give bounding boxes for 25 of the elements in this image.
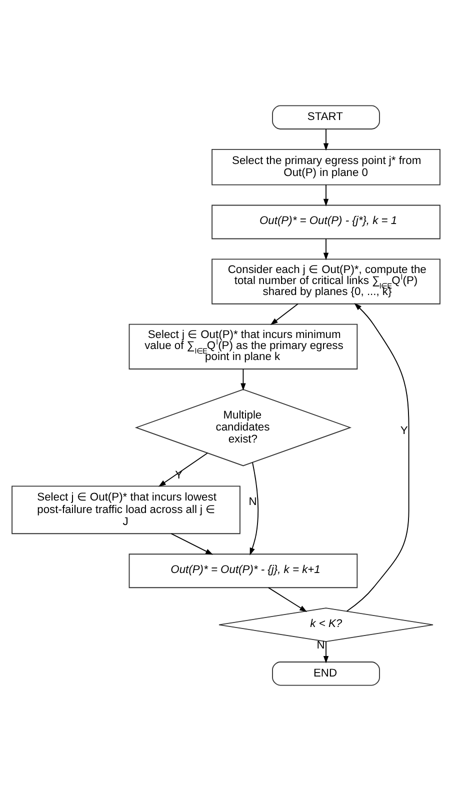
arrow [158,452,208,487]
node-box: Select j ∈ Out(P)* that incurs minimum value of ∑$_{l∈E}$Q$^{l}$(P) as the primary egress point in plane k [128,324,358,370]
node-box: Select j ∈ Out(P)* that incurs lowest post-failure traffic load across all j ∈ J [12,486,240,534]
arrow [268,587,308,612]
arrow [250,462,259,556]
arrow [323,238,329,260]
arrow [346,303,410,612]
edge-label: Y [400,425,408,438]
arrow [270,303,298,325]
edge-label: Y [175,469,183,482]
node-box: Select the primary egress point j* from Out(P) in plane 0 [212,148,440,186]
node-diamond: k < K? [218,608,434,642]
node-box: END [272,662,380,686]
node-box: Out(P)* = Out(P) - {j*}, k = 1 [212,204,440,240]
node-box: Out(P)* = Out(P)* - {j}, k = k+1 [128,554,358,588]
node-diamond: Multiple candidates exist? [134,388,352,466]
arrow [323,184,329,206]
arrow [170,533,214,555]
node-box: START [272,105,380,130]
edge-label: N [316,640,325,652]
node-box: Consider each j ∈ Out(P)*, compute the total number of critical links ∑$_{l∈E}$Q$^{l}$(P) shared by planes {0, ..., k} [212,258,440,304]
arrow [240,368,246,391]
edge-label: N [248,496,257,508]
arrow [323,641,329,664]
arrow [323,128,329,151]
